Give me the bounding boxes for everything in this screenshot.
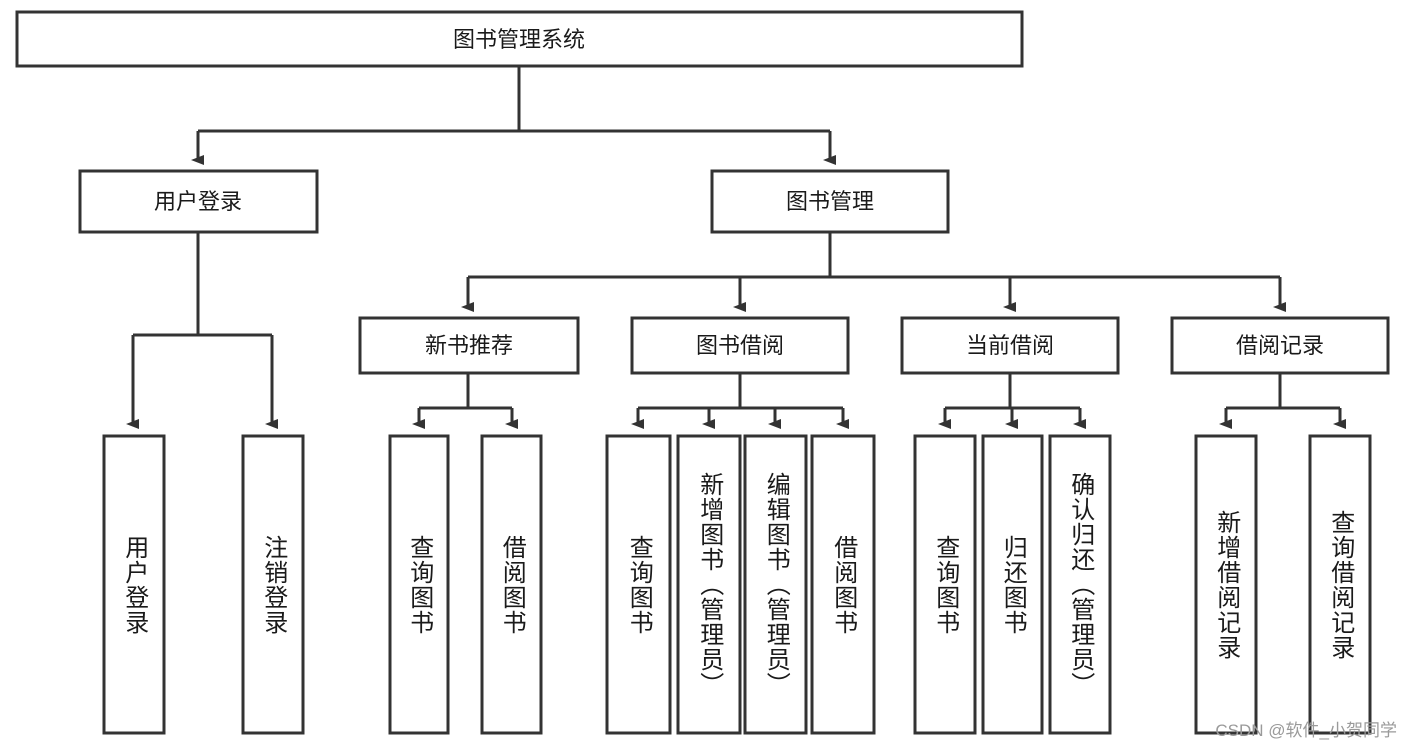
node-borrow-record-label: 借阅记录 (1236, 333, 1324, 358)
leaf-box-edit-book[interactable] (743, 434, 808, 735)
connector-borrowrecord-to-leaves (1219, 373, 1346, 429)
connector-currentborrow-to-leaves (938, 373, 1086, 429)
node-book-borrow[interactable]: 图书借阅 (630, 316, 850, 375)
connector-root-to-level2 (191, 66, 836, 165)
node-book-management-label: 图书管理 (786, 189, 874, 214)
node-root[interactable]: 图书管理系统 (15, 10, 1024, 68)
connector-newbook-to-leaves (412, 373, 518, 429)
leaf-box-return-book[interactable] (981, 434, 1044, 735)
leaf-box-query-book-current[interactable] (913, 434, 977, 735)
node-current-borrow-label: 当前借阅 (966, 333, 1054, 358)
leaf-box-add-borrow-record[interactable] (1194, 434, 1258, 735)
connector-userlogin-to-leaves (126, 232, 278, 429)
leaf-box-add-book[interactable] (676, 434, 742, 735)
node-user-login-label: 用户登录 (154, 189, 242, 214)
leaf-box-query-borrow-record[interactable] (1308, 434, 1372, 735)
node-book-borrow-label: 图书借阅 (696, 333, 784, 358)
node-root-label: 图书管理系统 (453, 27, 585, 52)
connector-bookmanagement-to-level3 (461, 232, 1286, 312)
node-new-book-recommend-label: 新书推荐 (425, 333, 513, 358)
node-book-management[interactable]: 图书管理 (710, 169, 950, 234)
node-borrow-record[interactable]: 借阅记录 (1170, 316, 1390, 375)
leaf-box-borrow-book-recommend[interactable] (480, 434, 543, 735)
leaf-box-query-book-borrow[interactable] (605, 434, 672, 735)
leaf-box-confirm-return[interactable] (1048, 434, 1112, 735)
leaf-box-borrow-book[interactable] (810, 434, 876, 735)
watermark-text: CSDN @软件_小贺同学 (1215, 721, 1397, 740)
leaf-box-user-login[interactable] (102, 434, 166, 735)
connector-bookborrow-to-leaves (631, 373, 849, 429)
leaf-box-logout[interactable] (241, 434, 305, 735)
node-new-book-recommend[interactable]: 新书推荐 (358, 316, 580, 375)
leaf-boxes (102, 434, 1372, 735)
node-user-login[interactable]: 用户登录 (78, 169, 319, 234)
node-current-borrow[interactable]: 当前借阅 (900, 316, 1120, 375)
leaf-box-query-book-recommend[interactable] (388, 434, 450, 735)
